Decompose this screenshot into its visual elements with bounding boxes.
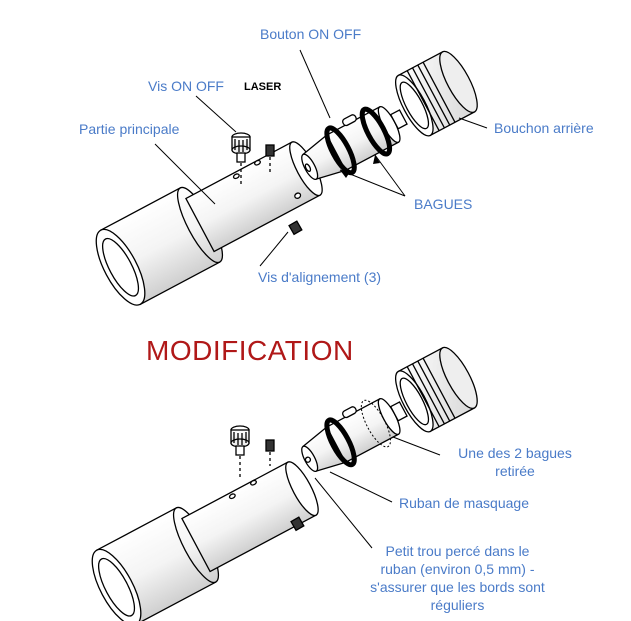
- label-bague-retiree-line2: retirée: [495, 463, 535, 479]
- label-ruban-masquage: Ruban de masquage: [399, 495, 529, 511]
- set-screw-bottom-2: [290, 516, 305, 532]
- label-petit-trou: Petit trou percé dans le ruban (environ …: [350, 542, 565, 614]
- top-arrowheads: [340, 155, 380, 178]
- label-petit-trou-line3: s'assurer que les bords sont: [370, 579, 545, 595]
- end-cap-bottom: [395, 346, 478, 433]
- set-screw-top-1: [265, 144, 275, 172]
- label-bouton-on-off: Bouton ON OFF: [260, 26, 362, 42]
- label-petit-trou-line4: réguliers: [430, 597, 485, 613]
- bottom-leaders: [314, 436, 441, 549]
- label-vis-on-off: Vis ON OFF: [148, 78, 224, 94]
- bottom-assembly: [91, 346, 478, 621]
- laser-module-bottom: [301, 397, 408, 473]
- label-bouchon-arriere: Bouchon arrière: [494, 120, 594, 136]
- laser-module-top: [301, 105, 408, 181]
- label-laser: LASER: [244, 81, 282, 93]
- top-assembly: [95, 50, 478, 306]
- label-partie-principale: Partie principale: [79, 121, 180, 137]
- top-leaders: [154, 49, 488, 267]
- label-petit-trou-line2: ruban (environ 0,5 mm) -: [380, 561, 535, 577]
- label-bagues: BAGUES: [414, 196, 473, 212]
- main-body-bottom: [91, 461, 319, 621]
- end-cap-top: [395, 50, 478, 137]
- label-bague-retiree-line1: Une des 2 bagues: [458, 445, 572, 461]
- modification-title: MODIFICATION: [146, 335, 354, 366]
- set-screw-top-2: [288, 220, 303, 236]
- label-petit-trou-line1: Petit trou percé dans le: [385, 543, 530, 559]
- on-off-screw-bottom: [230, 425, 250, 478]
- label-vis-alignement: Vis d'alignement (3): [258, 269, 382, 285]
- label-bague-retiree: Une des 2 bagues retirée: [440, 444, 590, 480]
- on-off-screw-top: [231, 132, 251, 186]
- set-screw-bottom-1: [265, 439, 275, 466]
